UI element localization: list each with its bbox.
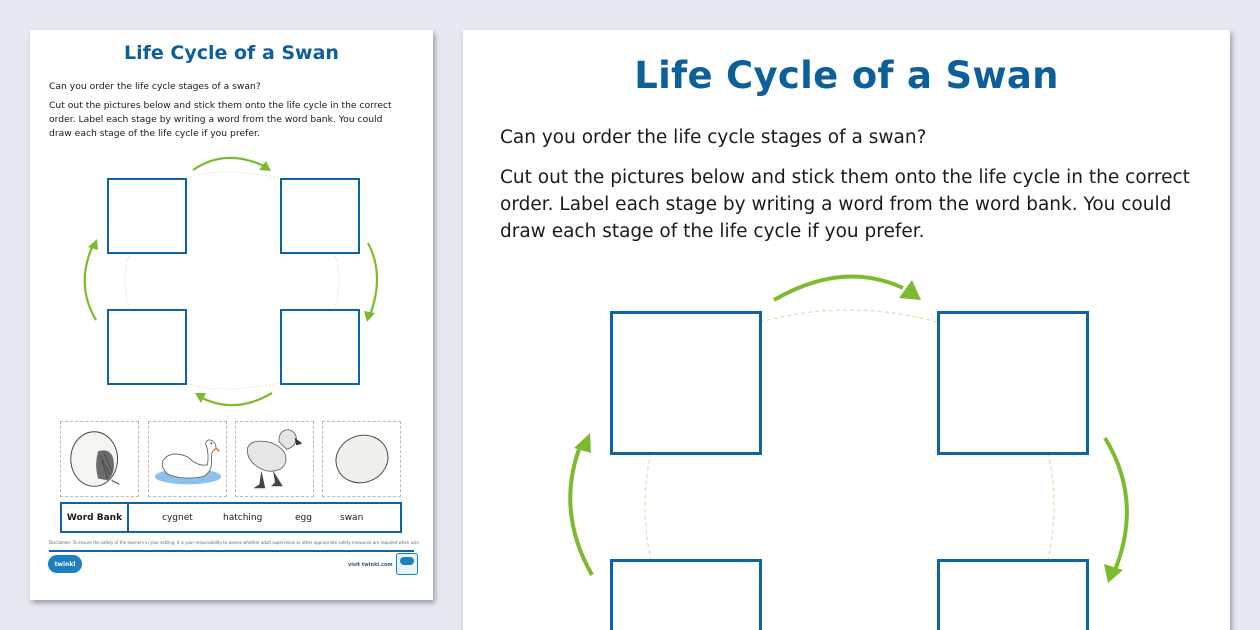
stage-box-1 (107, 178, 187, 254)
footer-divider (49, 550, 414, 552)
cycle-arrows (568, 274, 1129, 583)
picture-card-swan (148, 421, 227, 497)
arrow-top (772, 274, 904, 302)
arrow-right (1103, 436, 1129, 571)
cygnet-icon (247, 429, 303, 489)
arrow-bottom (199, 392, 273, 407)
word-bank-word: hatching (223, 513, 263, 523)
word-bank-label: Word Bank (62, 504, 129, 531)
stage-box-4 (107, 309, 187, 385)
arrow-left (568, 443, 594, 576)
arrow-left (83, 244, 97, 321)
word-bank: Word Bank cygnet hatching egg swan (60, 502, 402, 533)
page-title: Life Cycle of a Swan (634, 54, 1059, 97)
instructions-line: Cut out the pictures below and stick the… (500, 167, 1190, 188)
swan-icon (154, 439, 222, 485)
picture-card-cygnet (235, 421, 314, 497)
instructions-line: order. Label each stage by writing a wor… (49, 114, 383, 125)
stage-box-4 (610, 559, 762, 630)
page-title: Life Cycle of a Swan (124, 42, 339, 64)
instructions-text: Cut out the pictures below and stick the… (49, 99, 419, 141)
arrow-top (192, 156, 265, 171)
worksheet-thumbnail[interactable]: Life Cycle of a Swan Can you order the l… (30, 30, 433, 600)
stage-box-3 (280, 309, 360, 385)
stage-box-3 (937, 559, 1089, 630)
word-bank-word: swan (340, 513, 364, 523)
disclaimer-text: Disclaimer: To ensure the safety of the … (49, 540, 419, 545)
arrow-right (367, 242, 379, 316)
stage-box-1 (610, 311, 762, 455)
word-bank-word: cygnet (162, 513, 193, 523)
twinkl-logo: twinkl (48, 555, 82, 573)
question-text: Can you order the life cycle stages of a… (49, 81, 261, 92)
worksheet-zoomed-view: Life Cycle of a Swan Can you order the l… (463, 30, 1230, 630)
visit-link[interactable]: visit twinkl.com (348, 562, 393, 568)
instructions-line: Cut out the pictures below and stick the… (49, 100, 392, 111)
question-text: Can you order the life cycle stages of a… (500, 127, 927, 148)
instructions-line: draw each stage of the life cycle if you… (500, 221, 925, 242)
egg-icon (335, 434, 389, 484)
picture-card-egg (322, 421, 401, 497)
stage-box-2 (280, 178, 360, 254)
instructions-line: order. Label each stage by writing a wor… (500, 194, 1172, 215)
word-bank-word: egg (295, 513, 312, 523)
instructions-text: Cut out the pictures below and stick the… (500, 164, 1190, 245)
instructions-line: draw each stage of the life cycle if you… (49, 128, 260, 139)
quality-badge-icon (396, 553, 418, 575)
picture-card-hatching (60, 421, 139, 497)
hatching-egg-icon (70, 431, 120, 487)
stage-box-2 (937, 311, 1089, 455)
